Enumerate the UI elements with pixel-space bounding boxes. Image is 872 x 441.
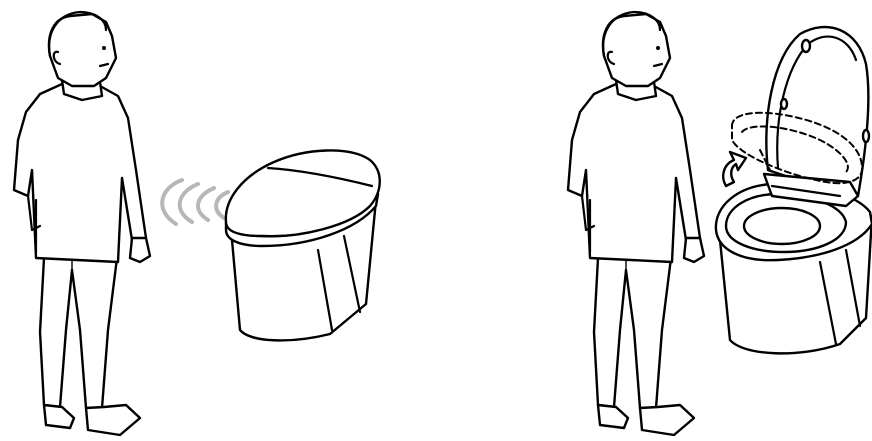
- person-shoe-right: [640, 405, 694, 435]
- panel-auto-open: [568, 12, 872, 435]
- rotate-arrow-icon: [723, 152, 746, 186]
- person-shoe-left: [44, 405, 74, 428]
- toilet-closed: [226, 150, 380, 340]
- person-shoe-left: [598, 405, 628, 428]
- lid-bumper-right: [863, 130, 869, 142]
- toilet-open: [716, 27, 872, 353]
- sensor-wave-icon: [162, 180, 228, 224]
- person-figure-right: [568, 12, 704, 435]
- person-hand: [130, 238, 150, 262]
- lid-bumper-mid: [781, 99, 787, 109]
- person-figure-left: [14, 12, 150, 435]
- person-trousers: [594, 250, 672, 408]
- person-shirt: [14, 84, 146, 262]
- person-shoe-right: [86, 405, 140, 435]
- lid-bumper-top: [802, 40, 810, 52]
- person-trousers: [40, 250, 118, 408]
- person-hand: [684, 238, 704, 262]
- panel-approach: [14, 12, 380, 435]
- person-shirt: [568, 84, 700, 262]
- toilet-open-bowl: [744, 208, 820, 244]
